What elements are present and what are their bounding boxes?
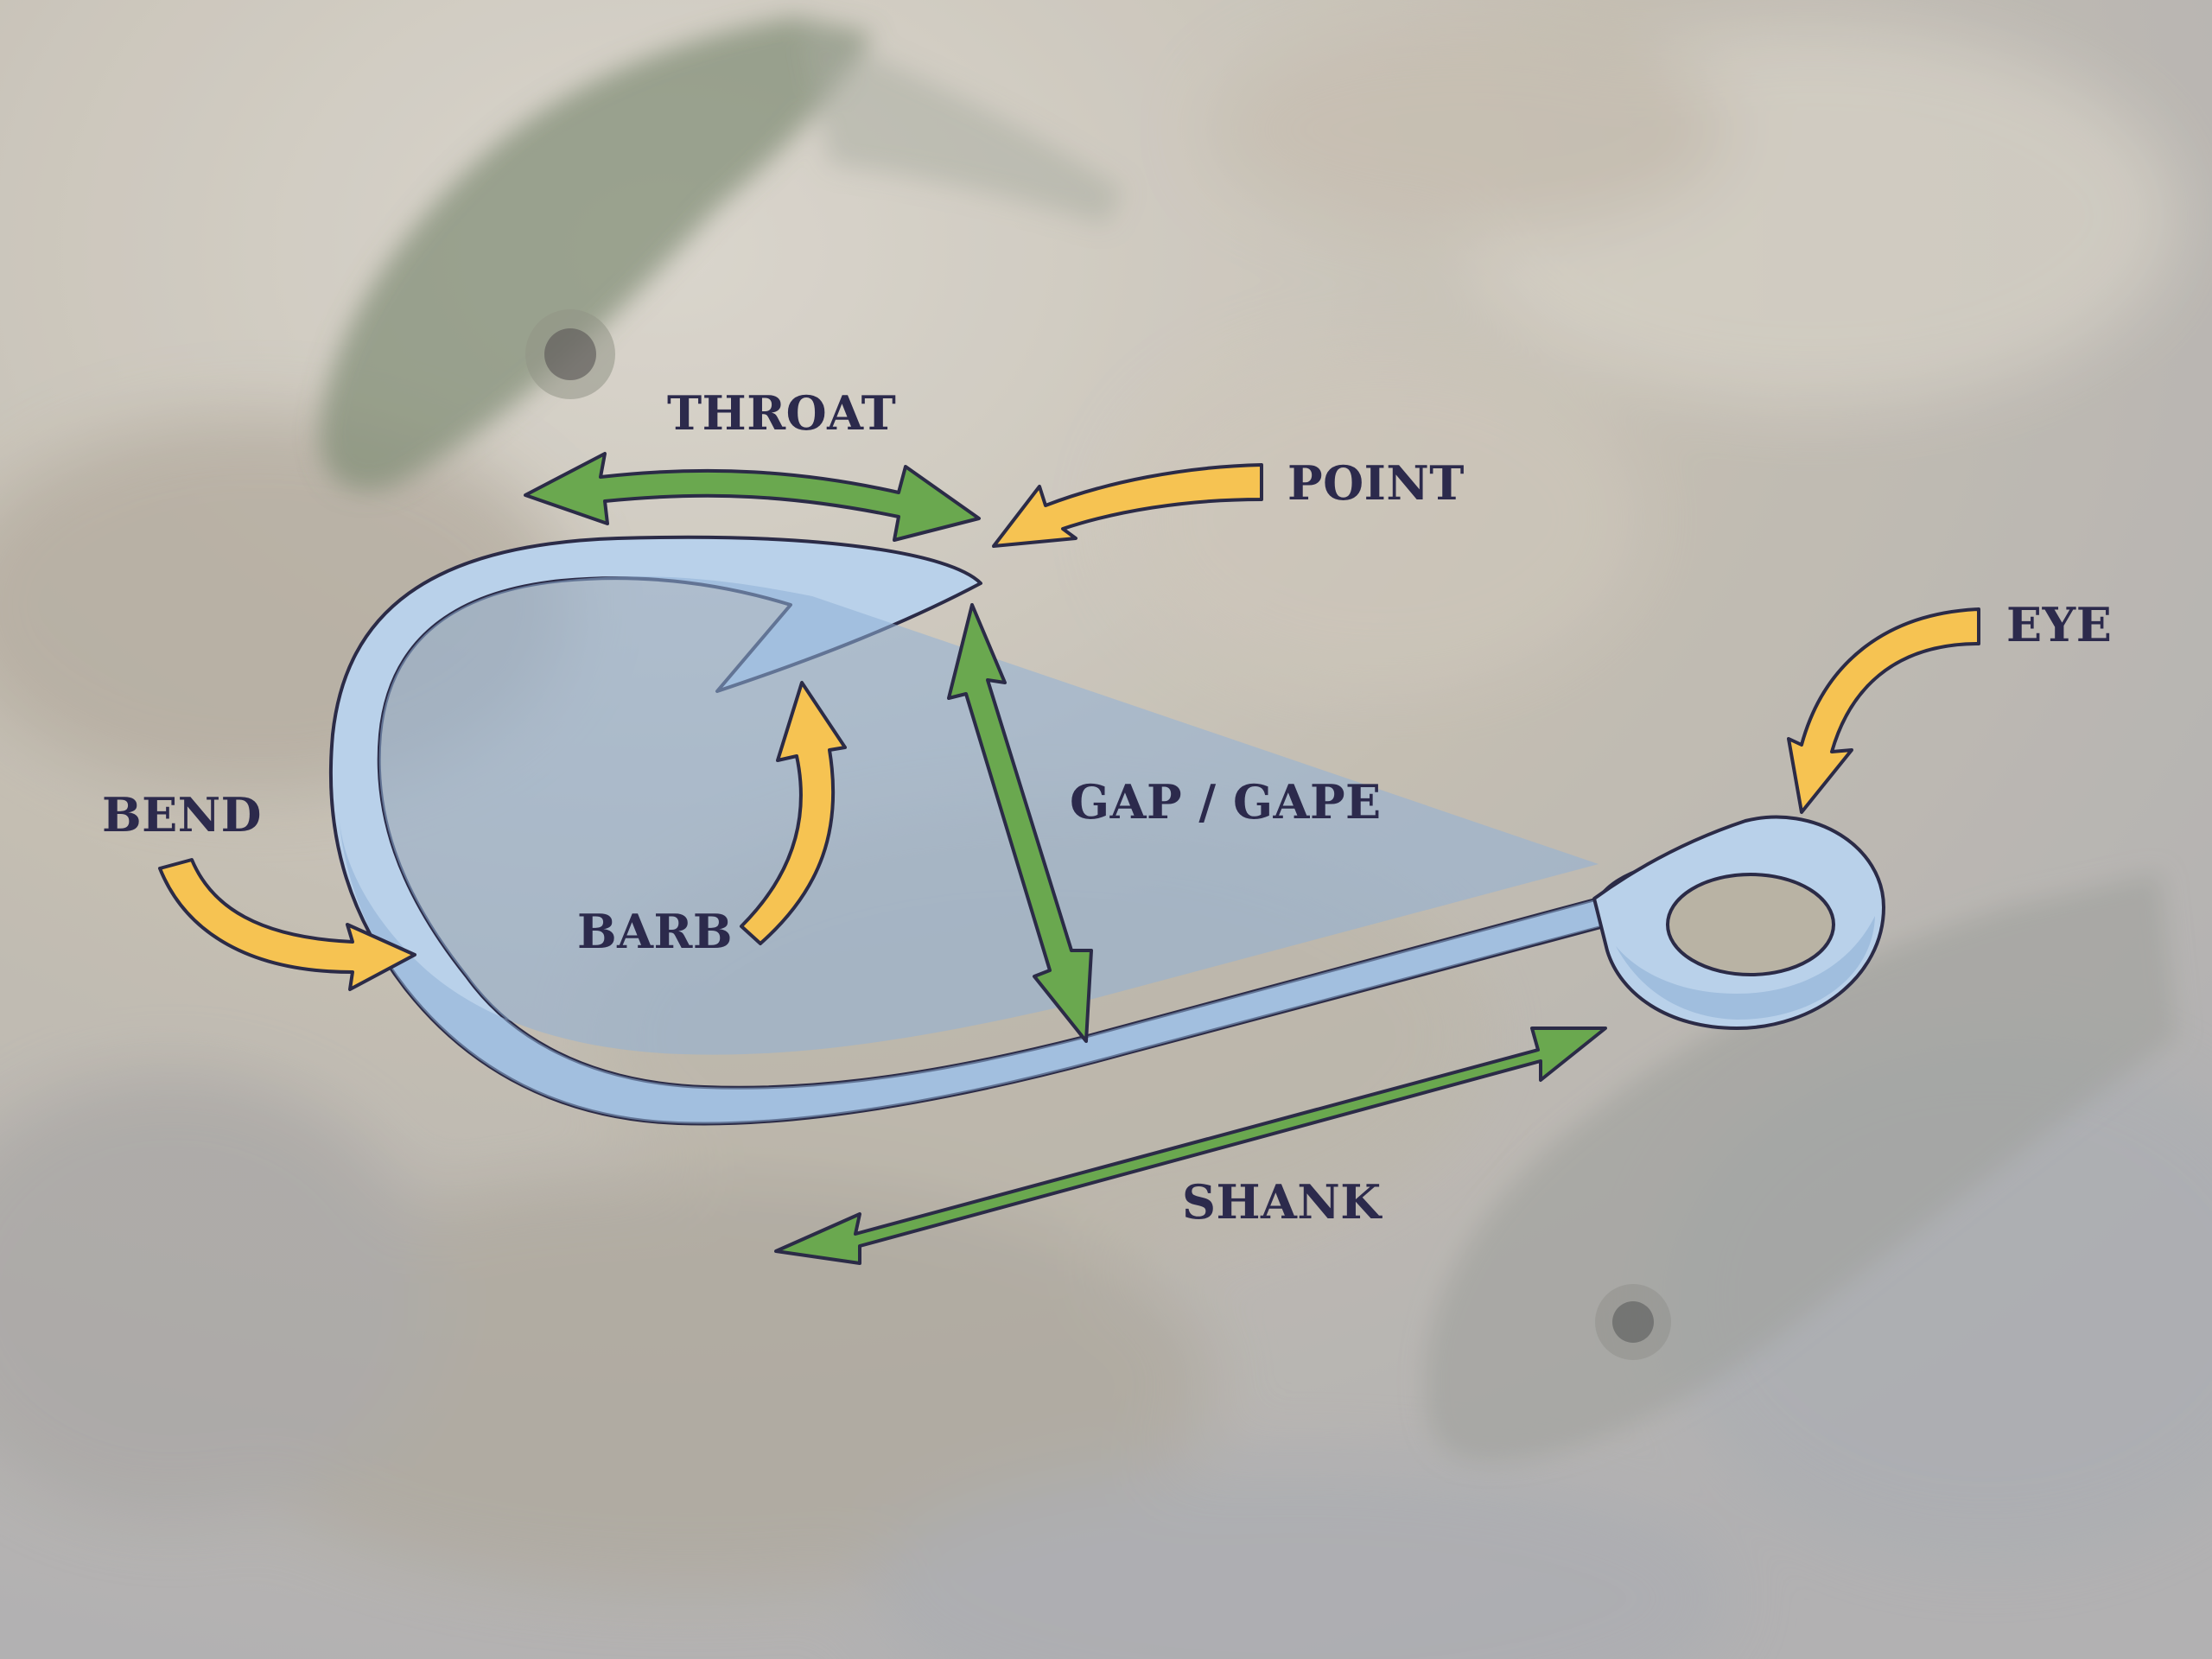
hook-eye-hole: [1666, 873, 1835, 976]
label-shank: SHANK: [1182, 1174, 1382, 1230]
hook-shading: [339, 576, 1609, 1124]
throat-arrow: [524, 452, 981, 542]
label-eye: EYE: [2006, 597, 2112, 652]
measure-arrows: [524, 452, 1607, 1265]
gap-arrow: [947, 603, 1093, 1043]
point-pointer-arrow: [992, 463, 1263, 548]
fish-top-left-eye: [525, 309, 615, 399]
pointer-arrows: [158, 463, 1980, 991]
label-bend: BEND: [102, 787, 262, 842]
fish-top-left: [320, 17, 1123, 491]
label-gap: GAP / GAPE: [1070, 774, 1382, 830]
fish-hook: [328, 535, 1885, 1126]
labels: THROAT POINT EYE BEND BARB GAP / GAPE SH…: [102, 385, 2112, 1230]
fish-bottom-right-eye: [1595, 1284, 1671, 1360]
label-point: POINT: [1287, 455, 1465, 511]
barb-pointer-arrow: [740, 681, 847, 945]
label-throat: THROAT: [667, 385, 896, 441]
hook-eye-shading: [1616, 916, 1875, 1020]
label-barb: BARB: [577, 904, 733, 959]
shank-arrow: [774, 1027, 1607, 1265]
bend-pointer-arrow: [158, 858, 416, 991]
eye-pointer-arrow: [1787, 607, 1980, 814]
